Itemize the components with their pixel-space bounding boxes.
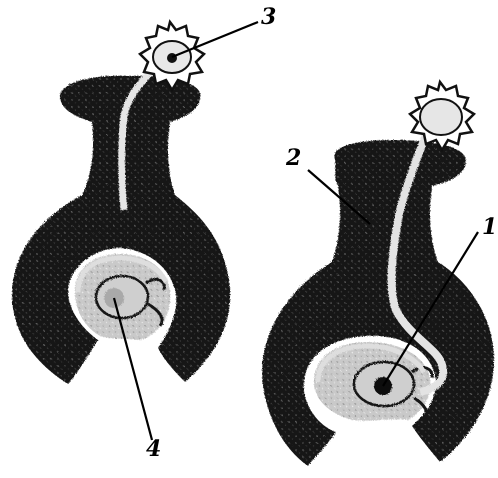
label-4: 4 (146, 436, 161, 462)
label-1: 1 (482, 214, 497, 240)
right-pistil (262, 120, 494, 466)
right-pollen-grain-body (420, 99, 462, 135)
label-3: 3 (261, 4, 276, 30)
right-pollen-grain (410, 82, 474, 150)
label-2: 2 (285, 145, 301, 171)
left-pistil (12, 70, 230, 384)
